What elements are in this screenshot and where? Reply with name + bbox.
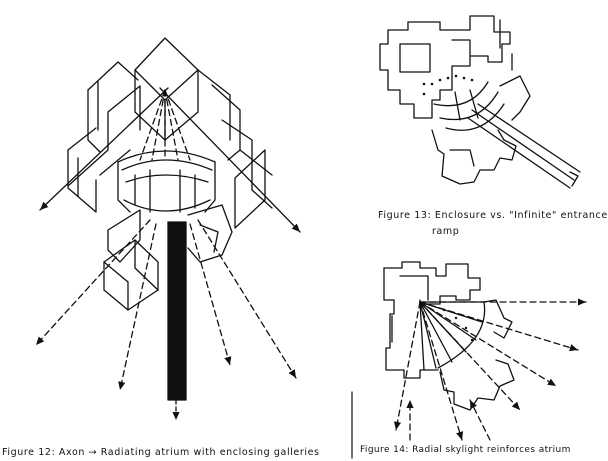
figure-14-plan-drawing [383, 261, 587, 441]
axon-lower-masses [103, 204, 233, 311]
plan-13-atrium-arc [433, 81, 505, 131]
figure-12-axon-drawing [35, 37, 301, 421]
figure-12-caption: Figure 12: Axon → Radiating atrium with … [2, 447, 320, 458]
axon-skylight-fan [139, 89, 191, 161]
axon-right-galleries [197, 69, 273, 229]
axon-entrance-ramp [167, 221, 187, 401]
plan-13-building-outline [379, 15, 513, 119]
plan-14-south-wing [439, 359, 515, 411]
figure-14-caption: Figure 14: Radial skylight reinforces at… [360, 445, 571, 455]
figure-13-caption-line2: ramp [432, 226, 460, 237]
axon-downward-arrows [35, 219, 297, 391]
axon-axis-right [159, 87, 301, 233]
plan-13-column-dots [422, 74, 474, 96]
figure-13-plan-drawing [379, 15, 581, 189]
plan-13-east-wall [499, 75, 531, 121]
axon-atrium-rotunda [117, 150, 216, 213]
plan-13-south-wing [431, 129, 517, 185]
figure-13-caption-line1: Figure 13: Enclosure vs. "Infinite" entr… [378, 210, 608, 221]
axon-axis-left [39, 87, 169, 211]
plan-14-dashed-arrows [393, 298, 587, 441]
plan-14-building-outline [383, 261, 481, 379]
plan-13-entrance-ramp [467, 103, 581, 189]
axon-left-galleries [67, 61, 141, 213]
plan-14-column-dots [442, 308, 474, 342]
